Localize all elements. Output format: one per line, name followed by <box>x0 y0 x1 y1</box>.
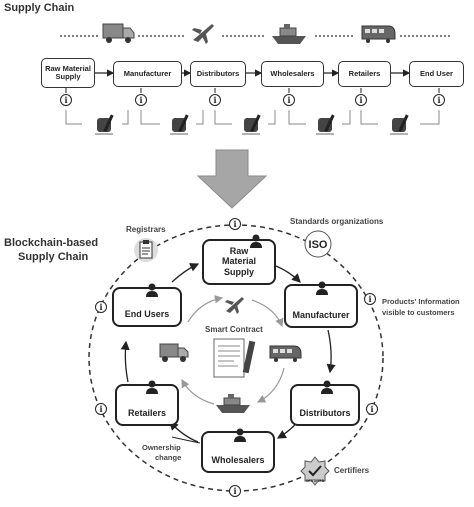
supply-chain-title: Supply Chain <box>4 2 75 14</box>
info-icon: i <box>209 94 221 106</box>
truck-icon <box>159 343 189 362</box>
node-retailers-label: Retailers <box>127 407 167 418</box>
blockchain-title-line1: Blockchain-based <box>4 237 99 249</box>
node-distributors-label: Distributors <box>299 407 351 418</box>
hand-pen-icon <box>242 114 261 135</box>
smart-contract-label: Smart Contract <box>205 325 263 334</box>
ownership-line1: Ownership <box>142 443 181 452</box>
person-icon <box>146 380 158 394</box>
info-icon: i <box>433 94 445 106</box>
person-icon <box>250 234 262 248</box>
hand-pen-icon <box>95 114 114 135</box>
info-icon: i <box>366 403 378 415</box>
info-icon: i <box>283 94 295 106</box>
person-icon <box>146 283 158 297</box>
blockchain-title-line2: Supply Chain <box>18 251 89 263</box>
ownership-line2: change <box>155 453 182 462</box>
node-raw-material-supply-label: Raw Material Supply <box>221 245 256 277</box>
certifiers-label: Certifiers <box>334 466 370 475</box>
contract-icon <box>213 338 256 378</box>
info-icon: i <box>95 301 107 313</box>
clipboard-icon <box>134 238 158 262</box>
transport-dotted-line <box>60 35 450 37</box>
airplane-icon <box>225 297 244 314</box>
node-manufacturer-label: Manufacturer <box>292 309 350 320</box>
info-icon: i <box>229 218 241 230</box>
iso-icon: ISO <box>304 230 332 258</box>
registrars-label: Registrars <box>126 225 166 234</box>
step-retailers: Retailers <box>338 61 391 87</box>
info-icon: i <box>135 94 147 106</box>
down-arrow-icon <box>196 149 268 209</box>
ship-icon <box>272 24 306 44</box>
person-icon <box>316 281 328 295</box>
truck-icon <box>102 23 135 43</box>
train-icon <box>269 345 302 362</box>
hand-pen-icon <box>316 114 335 135</box>
node-end-users: End Users <box>112 287 182 327</box>
top-flow-arrows <box>65 69 440 125</box>
step-distributors: Distributors <box>190 61 246 87</box>
airplane-icon <box>192 24 214 44</box>
node-raw-material-supply: Raw Material Supply <box>202 239 276 285</box>
step-raw-material-supply: Raw Material Supply <box>41 58 95 88</box>
node-end-users-label: End Users <box>124 308 170 319</box>
iso-text: ISO <box>309 239 328 251</box>
ship-icon <box>216 394 250 413</box>
hand-pen-icon <box>390 114 409 135</box>
step-end-user: End User <box>409 61 464 87</box>
info-icon: i <box>60 94 72 106</box>
person-icon <box>234 428 246 442</box>
products-info-line2: visible to customers <box>382 308 455 317</box>
certified-icon: CERTIFIED <box>300 456 330 486</box>
standards-label: Standards organizations <box>290 217 384 226</box>
train-icon <box>361 25 396 43</box>
info-icon: i <box>364 293 376 305</box>
hand-pen-icon <box>170 114 189 135</box>
certified-text: CERTIFIED <box>306 479 325 483</box>
info-icon: i <box>95 403 107 415</box>
info-icon: i <box>355 94 367 106</box>
person-icon <box>321 380 333 394</box>
step-manufacturer: Manufacturer <box>113 61 182 87</box>
products-info-line1: Products' Information <box>382 297 460 306</box>
info-icon: i <box>229 485 241 497</box>
node-wholesalers-label: Wholesalers <box>211 454 265 465</box>
step-wholesalers: Wholesalers <box>261 61 324 87</box>
